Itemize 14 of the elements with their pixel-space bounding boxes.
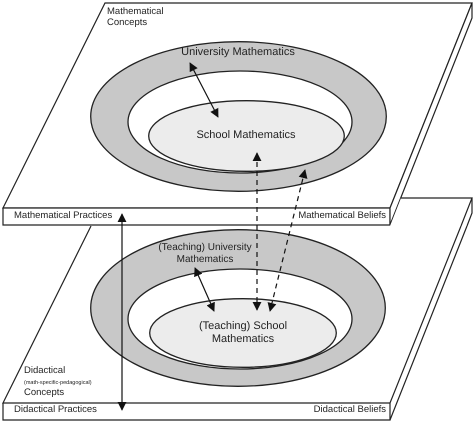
plane-label: Mathematical Concepts <box>107 7 164 29</box>
plane-label: Mathematical Beliefs <box>298 211 386 222</box>
arrow <box>118 213 126 411</box>
region-label: University Mathematics <box>180 46 296 59</box>
region-label: (Teaching) School Mathematics <box>198 320 288 346</box>
arrow <box>194 267 215 312</box>
arrow <box>189 62 219 118</box>
plane-label: Didactical Beliefs <box>314 405 386 416</box>
plane-label: Didactical Practices <box>14 405 97 416</box>
arrow <box>268 169 308 312</box>
plane-label: Mathematical Practices <box>14 211 112 222</box>
arrow <box>252 152 262 311</box>
region-label: (Teaching) University Mathematics <box>157 242 253 265</box>
region-label: School Mathematics <box>195 129 297 142</box>
